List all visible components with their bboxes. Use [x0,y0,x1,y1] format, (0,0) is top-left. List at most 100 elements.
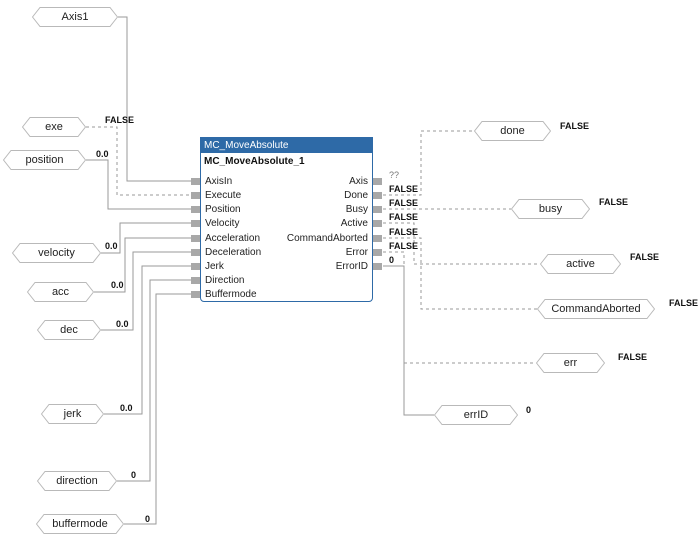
var-acc-label: acc [51,286,70,298]
connector-in-acceleration[interactable] [191,235,200,242]
var-position[interactable]: position [3,150,86,170]
var-active-label: active [566,258,595,270]
var-busy-label: busy [538,203,563,215]
wire-dec [101,251,197,331]
var-busy[interactable]: busy [511,199,590,219]
value-active: FALSE [630,252,660,262]
value-errid: 0 [526,405,532,415]
value-direction: 0 [131,470,137,480]
connector-in-axisin[interactable] [191,178,200,185]
pin-out-busy[interactable]: Busy [345,204,368,215]
pin-value-axis: ?? [389,170,400,180]
pin-out-active[interactable]: Active [340,218,368,229]
var-errid[interactable]: errID [434,405,518,425]
connector-in-jerk[interactable] [191,263,200,270]
wire-axis1 [118,16,197,182]
block-type-header: MC_MoveAbsolute [201,138,372,153]
var-err-label: err [563,357,578,369]
var-acc[interactable]: acc [27,282,94,302]
connector-out-errorid[interactable] [373,263,382,270]
wire-position [86,159,197,210]
value-exe: FALSE [105,115,135,125]
connector-in-deceleration[interactable] [191,249,200,256]
var-position-label: position [25,154,64,166]
wire-active [383,222,540,265]
connector-out-axis[interactable] [373,178,382,185]
function-block[interactable]: MC_MoveAbsolute MC_MoveAbsolute_1 AxisIn… [200,137,373,302]
var-direction-label: direction [56,475,98,487]
var-dec-label: dec [60,324,78,336]
value-velocity: 0.0 [105,241,118,251]
connector-out-active[interactable] [373,220,382,227]
value-err: FALSE [618,352,648,362]
value-position: 0.0 [96,149,109,159]
pin-in-axisin[interactable]: AxisIn [205,176,233,187]
connector-out-done[interactable] [373,192,382,199]
var-jerk-label: jerk [63,408,82,420]
pin-value-errorid: 0 [389,255,395,265]
connector-in-buffermode[interactable] [191,291,200,298]
connector-out-commandaborted[interactable] [373,235,382,242]
var-commandaborted-label: CommandAborted [551,303,641,315]
var-velocity[interactable]: velocity [12,243,101,263]
pin-in-jerk[interactable]: Jerk [205,261,224,272]
value-busy: FALSE [599,197,629,207]
pin-out-errorid[interactable]: ErrorID [335,261,368,272]
pin-value-error: FALSE [389,241,419,251]
var-velocity-label: velocity [38,247,75,259]
wire-acc [94,237,197,293]
var-dec[interactable]: dec [37,320,101,340]
block-instance-name: MC_MoveAbsolute_1 [204,156,305,167]
var-commandaborted[interactable]: CommandAborted [537,299,655,319]
pin-out-axis[interactable]: Axis [349,176,368,187]
pin-value-commandaborted: FALSE [389,227,419,237]
connector-in-velocity[interactable] [191,220,200,227]
connector-in-execute[interactable] [191,192,200,199]
pin-in-deceleration[interactable]: Deceleration [205,247,262,258]
connector-in-direction[interactable] [191,277,200,284]
pin-value-busy: FALSE [389,198,419,208]
var-axis1-label: Axis1 [61,11,89,23]
var-axis1[interactable]: Axis1 [32,7,118,27]
value-buffermode: 0 [145,514,151,524]
connector-out-error[interactable] [373,249,382,256]
pin-in-acceleration[interactable]: Acceleration [205,233,261,244]
var-jerk[interactable]: jerk [41,404,104,424]
wire-exe [86,126,197,196]
value-acc: 0.0 [111,280,124,290]
value-jerk: 0.0 [120,403,133,413]
wire-jerk [104,265,197,415]
pin-out-error[interactable]: Error [345,247,368,258]
pin-value-active: FALSE [389,212,419,222]
var-done-label: done [500,125,525,137]
var-done[interactable]: done [474,121,551,141]
wire-err [383,251,536,364]
var-err[interactable]: err [536,353,605,373]
value-commandaborted: FALSE [669,298,699,308]
wire-buffermode [124,293,197,525]
var-buffermode[interactable]: buffermode [36,514,124,534]
pin-in-velocity[interactable]: Velocity [205,218,240,229]
connector-in-position[interactable] [191,206,200,213]
wire-done [383,130,474,196]
connector-out-busy[interactable] [373,206,382,213]
pin-in-direction[interactable]: Direction [205,275,245,286]
var-errid-label: errID [463,409,489,421]
var-exe-label: exe [45,121,63,133]
var-active[interactable]: active [540,254,621,274]
wire-commandaborted [383,237,537,310]
pin-in-execute[interactable]: Execute [205,190,242,201]
var-exe[interactable]: exe [22,117,86,137]
pin-in-position[interactable]: Position [205,204,241,215]
pin-in-buffermode[interactable]: Buffermode [205,289,257,300]
pin-value-done: FALSE [389,184,419,194]
var-buffermode-label: buffermode [52,518,108,530]
wire-errid [383,265,434,416]
value-dec: 0.0 [116,319,129,329]
wire-direction [117,279,197,482]
value-done: FALSE [560,121,590,131]
pin-out-done[interactable]: Done [344,190,368,201]
pin-out-commandaborted[interactable]: CommandAborted [286,233,368,244]
var-direction[interactable]: direction [37,471,117,491]
